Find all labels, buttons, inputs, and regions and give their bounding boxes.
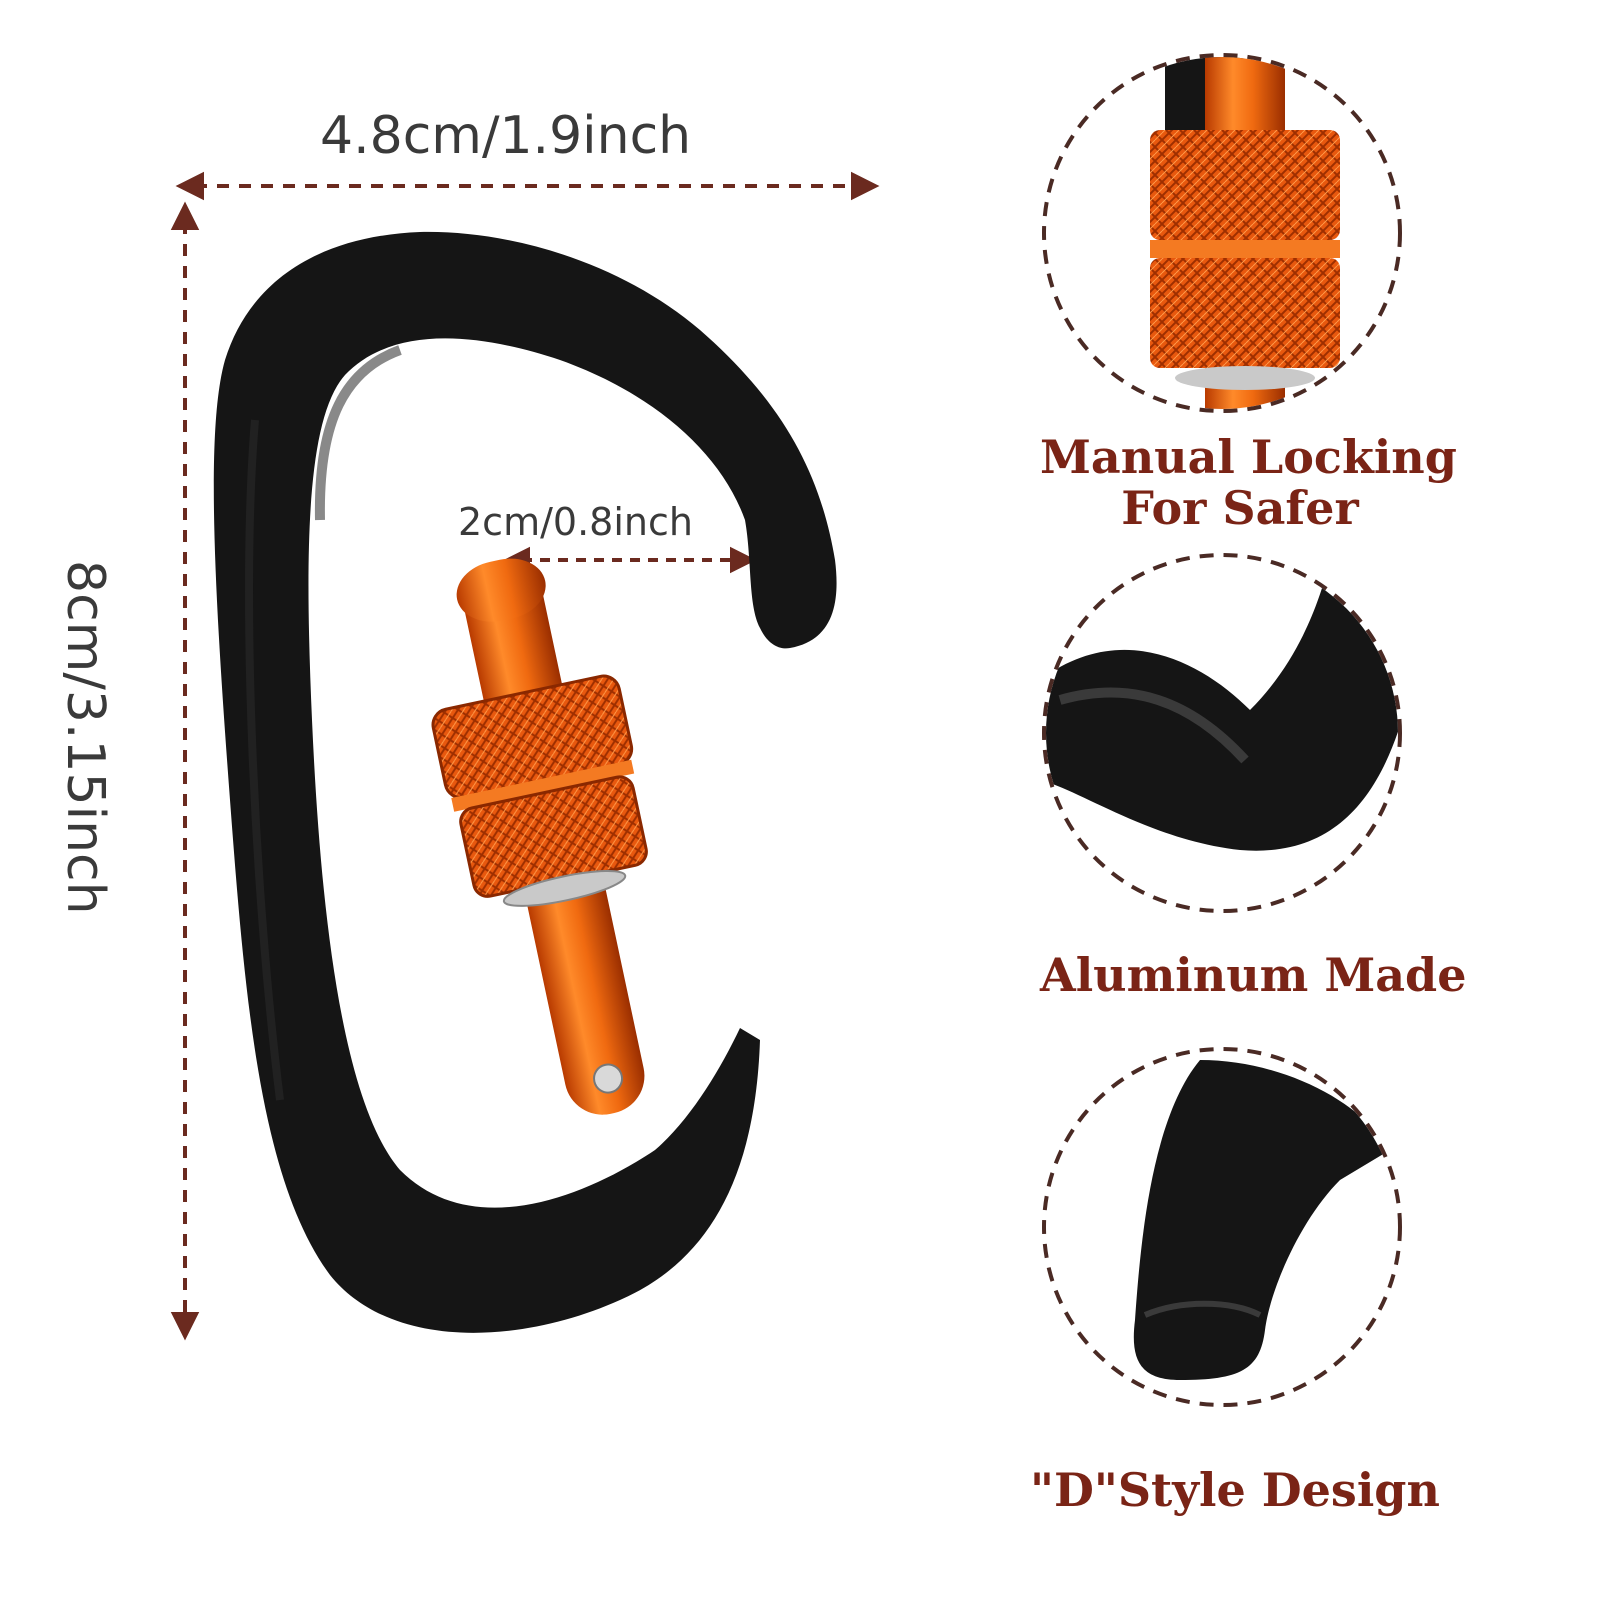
gate-opening-label: 2cm/0.8inch — [458, 500, 693, 544]
feature-label-locking-line2: For Safer — [1121, 480, 1359, 535]
carabiner-body — [213, 231, 837, 1333]
height-dimension-line — [170, 201, 200, 1341]
feature-label-locking-line1: Manual Locking — [1040, 430, 1457, 484]
feature-circle-aluminum — [1042, 553, 1402, 913]
feature-circle-locking — [1042, 53, 1402, 413]
feature-circle-d-style — [1042, 1047, 1402, 1407]
width-dimension-label: 4.8cm/1.9inch — [320, 106, 692, 166]
feature-label-aluminum: Aluminum Made — [1040, 948, 1467, 1002]
height-dimension-label: 8cm/3.15inch — [55, 560, 115, 915]
feature-label-d-style: "D"Style Design — [1030, 1463, 1440, 1517]
feature-label-locking: Manual Locking For Safer — [1040, 430, 1457, 535]
width-dimension-line — [175, 171, 880, 201]
screw-gate — [431, 558, 648, 1115]
gate-dimension-line — [503, 546, 757, 574]
